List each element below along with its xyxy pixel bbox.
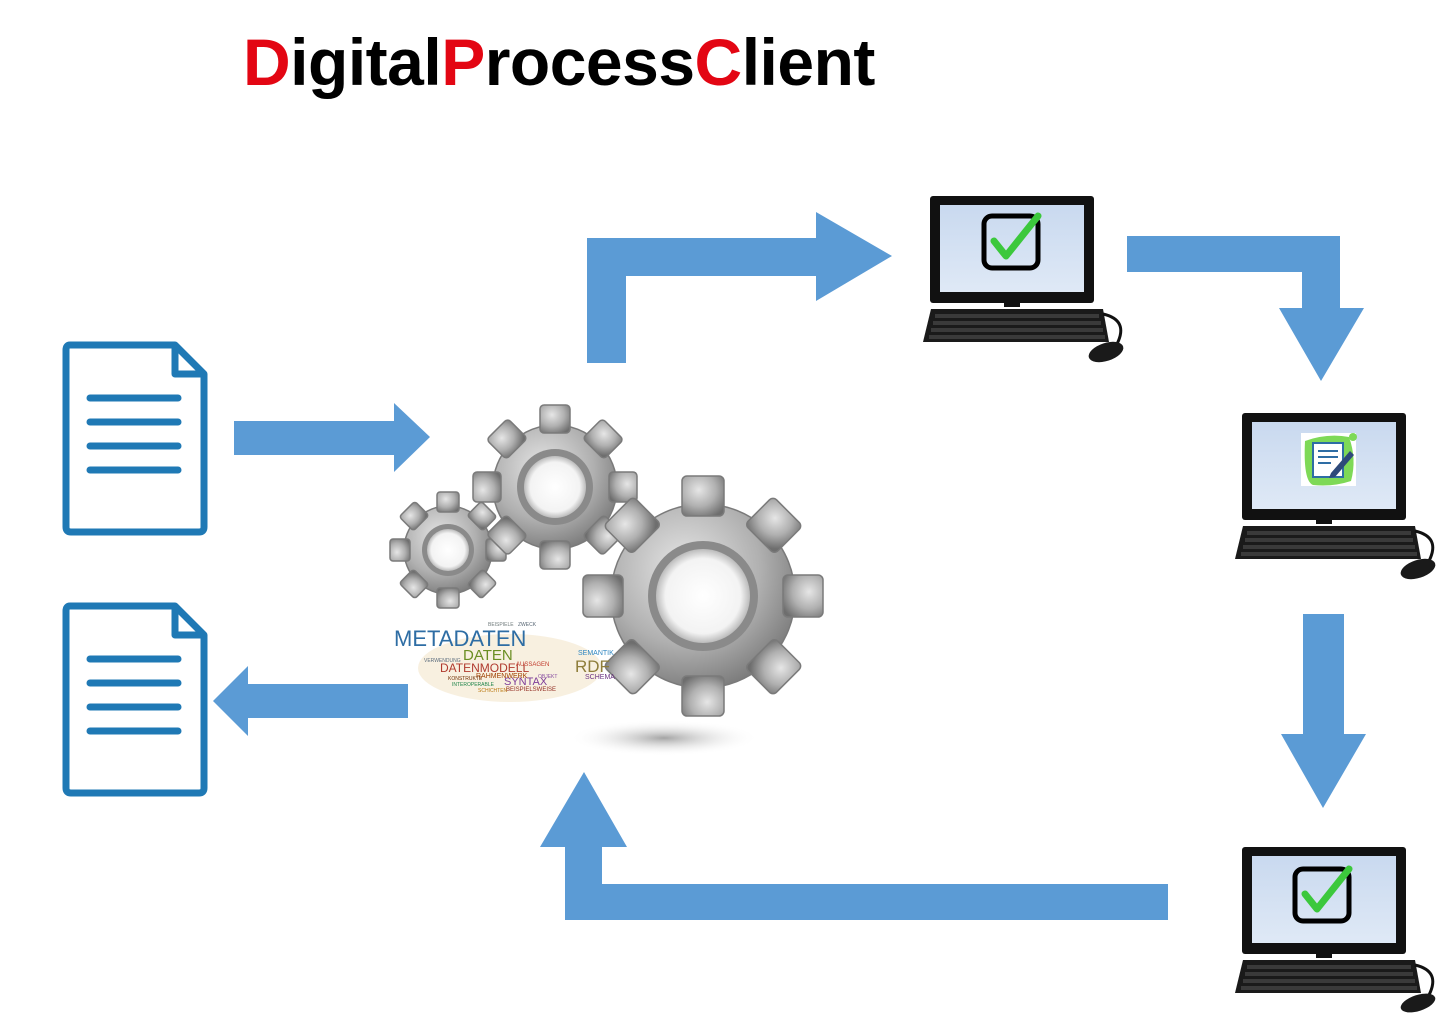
computer-checkmark-icon (923, 196, 1124, 363)
wordcloud-word: METADATEN (394, 626, 526, 651)
title-letter-d: D (243, 25, 291, 99)
wordcloud-word: RAHMENWERK (476, 673, 528, 680)
gears-icon (389, 404, 824, 756)
wordcloud-word: RDF (575, 657, 610, 676)
title-segment-igital: igital (290, 25, 442, 99)
arrow-workstation-3-to-engine (540, 772, 1168, 920)
title-letter-p: P (441, 25, 485, 99)
wordcloud-word: DATENMODELL (440, 661, 529, 675)
wordcloud-word: BEISPIELSWEISE (506, 687, 556, 693)
title-segment-rocess: rocess (484, 25, 695, 99)
output-document-icon (62, 602, 208, 797)
arrow-engine-to-output (213, 666, 408, 736)
wordcloud-word: SCHICHTEN (478, 688, 508, 694)
wordcloud-word: BEISPIELE (488, 622, 514, 628)
title-letter-c: C (694, 25, 743, 99)
computer-edit-icon (1235, 413, 1436, 580)
arrow-engine-to-workstation-1 (587, 212, 892, 363)
wordcloud-word: SCHEMA (585, 674, 615, 681)
computer-checkmark-icon (1235, 847, 1436, 1013)
wordcloud-word: OBJEKT (538, 674, 557, 680)
wordcloud-word: INTEROPERABLE (452, 682, 495, 688)
wordcloud-word: ZWECK (518, 622, 537, 628)
input-document-icon (62, 341, 208, 536)
arrow-workstation-1-to-workstation-2 (1127, 236, 1364, 381)
arrow-workstation-2-to-workstation-3 (1281, 614, 1366, 808)
wordcloud-word: VERWENDUNG (424, 658, 461, 664)
title-segment-lient: lient (741, 25, 876, 99)
wordcloud-word: DATEN (463, 647, 513, 664)
arrow-input-to-engine (234, 403, 430, 472)
metadata-wordcloud: METADATEN DATEN DATENMODELL RDF SYNTAX R… (394, 622, 615, 702)
wordcloud-word: SYNTAX (504, 676, 548, 688)
wordcloud-word: SEMANTIK (578, 650, 614, 657)
page-title: DigitalProcessClient (243, 22, 875, 102)
wordcloud-word: KONSTRUKTE (448, 676, 483, 682)
wordcloud-word: AUSSAGEN (516, 662, 549, 668)
